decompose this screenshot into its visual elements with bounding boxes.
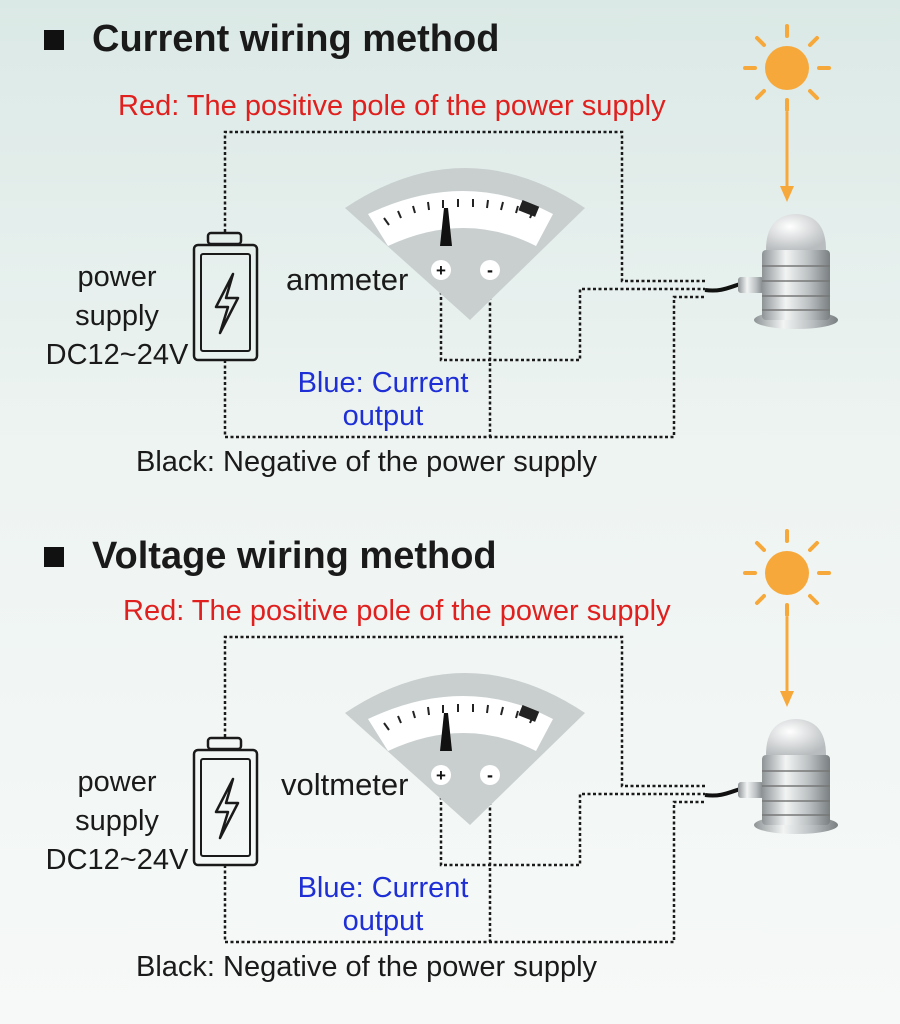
section-title: Voltage wiring method (92, 535, 497, 577)
negative-terminal: - (487, 260, 493, 280)
power-supply-label: power supply DC12~24V (38, 763, 196, 880)
light-sensor-icon (704, 214, 838, 329)
sun-icon (743, 529, 831, 617)
current-wiring-section: Current wiring method Red: The positive … (38, 18, 838, 478)
arrow-down-icon (780, 617, 794, 707)
power-supply-label: power supply DC12~24V (38, 258, 196, 375)
wiring-diagram: + - (192, 24, 838, 439)
black-wire-label: Black: Negative of the power supply (136, 951, 598, 983)
lightning-icon (214, 272, 240, 335)
light-sensor-icon (704, 719, 838, 834)
meter-label: voltmeter (281, 767, 409, 802)
blue-wire-label: Blue: Current output (278, 872, 488, 938)
voltage-wiring-section: Voltage wiring method Red: The positive … (0, 505, 900, 1017)
blue-wire-line: Blue: Current (297, 367, 469, 399)
power-supply-line: DC12~24V (45, 339, 189, 371)
power-supply-line: DC12~24V (45, 844, 189, 876)
section-title: Current wiring method (92, 18, 500, 60)
section-heading: Current wiring method (44, 18, 499, 61)
black-wire-label: Black: Negative of the power supply (136, 446, 598, 478)
blue-wire-line: output (342, 905, 424, 937)
positive-terminal: + (436, 261, 446, 280)
positive-terminal: + (436, 766, 446, 785)
power-supply-line: supply (75, 805, 159, 837)
battery-icon (192, 231, 259, 362)
meter-icon: + - (345, 673, 585, 825)
section-heading: Voltage wiring method (44, 535, 497, 578)
red-wire-label: Red: The positive pole of the power supp… (118, 90, 666, 122)
negative-terminal: - (487, 765, 493, 785)
meter-icon: + - (345, 168, 585, 320)
red-wire-label: Red: The positive pole of the power supp… (123, 595, 671, 627)
blue-wire-label: Blue: Current output (278, 367, 488, 433)
wires (223, 635, 705, 944)
sun-icon (743, 24, 831, 112)
battery-icon (192, 736, 259, 867)
blue-wire-line: Blue: Current (297, 872, 469, 904)
power-supply-line: power (77, 766, 157, 798)
square-bullet-icon (44, 29, 64, 50)
square-bullet-icon (44, 546, 64, 567)
lightning-icon (214, 777, 240, 840)
wires (223, 130, 705, 439)
wiring-diagram: + - (192, 529, 838, 944)
power-supply-line: power (77, 261, 157, 293)
power-supply-line: supply (75, 300, 159, 332)
blue-wire-line: output (342, 400, 424, 432)
meter-label: ammeter (286, 262, 409, 297)
arrow-down-icon (780, 112, 794, 202)
